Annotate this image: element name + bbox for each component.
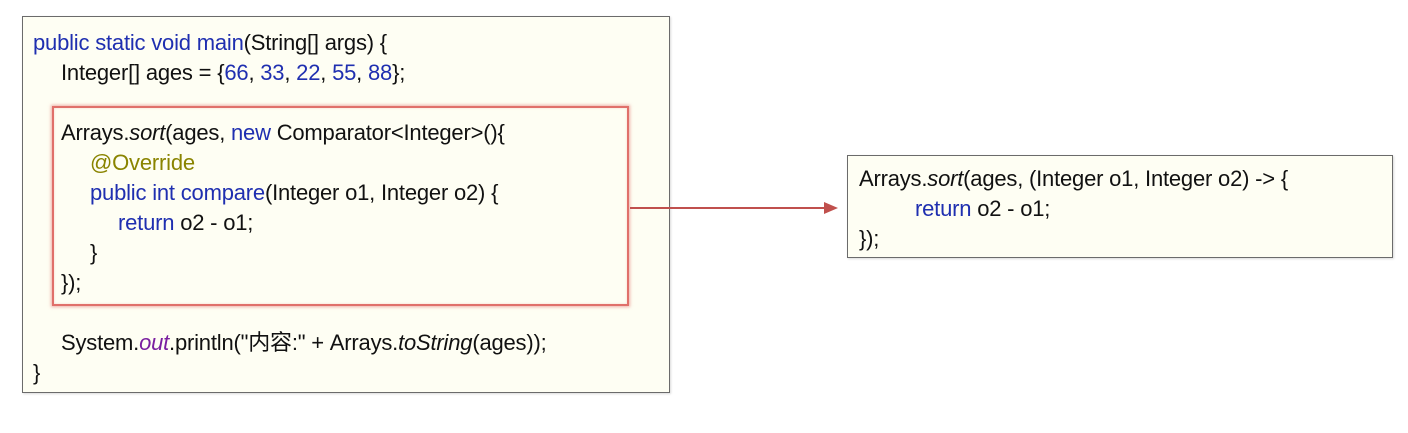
code-line-array: Integer[] ages = {66, 33, 22, 55, 88}; (61, 60, 406, 85)
code-line-close-method: } (90, 240, 98, 265)
arrow-head (824, 202, 838, 214)
code-line-println: System.out.println("内容:" + Arrays.toStri… (61, 330, 547, 355)
code-line-main: public static void main(String[] args) { (33, 30, 387, 55)
code-line-override: @Override (90, 150, 195, 175)
code-line-sort: Arrays.sort(ages, new Comparator<Integer… (61, 120, 505, 145)
code-line-compare: public int compare(Integer o1, Integer o… (90, 180, 499, 205)
lambda-line-sort: Arrays.sort(ages, (Integer o1, Integer o… (859, 166, 1288, 191)
code-line-close-sort: }); (61, 270, 82, 295)
lambda-code-box (847, 155, 1393, 258)
original-code-box (22, 16, 670, 393)
lambda-line-close: }); (859, 226, 880, 251)
code-line-close-main: } (33, 360, 41, 385)
code-line-return: return o2 - o1; (118, 210, 254, 235)
lambda-line-return: return o2 - o1; (915, 196, 1051, 221)
anonymous-class-highlight (52, 106, 629, 306)
